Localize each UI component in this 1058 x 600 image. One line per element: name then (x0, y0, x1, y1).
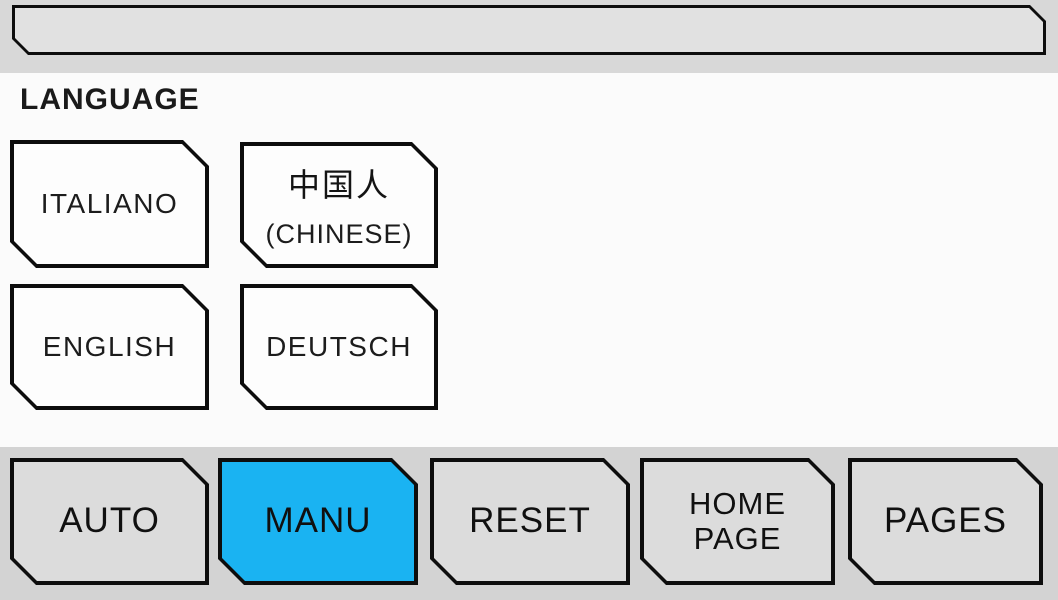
auto-button-label: AUTO (59, 501, 160, 541)
pages-button[interactable]: PAGES (848, 458, 1043, 585)
language-button-chinese-sublabel: (CHINESE) (265, 219, 413, 249)
language-panel: LANGUAGE ITALIANO 中国人 (CHINESE) ENGLISH … (0, 73, 1058, 447)
language-button-chinese-label: 中国人 (287, 166, 390, 204)
language-button-deutsch-label: DEUTSCH (266, 331, 412, 362)
home-page-button-label-line2: PAGE (693, 520, 782, 556)
page-title: LANGUAGE (20, 83, 200, 116)
manu-button-label: MANU (264, 501, 372, 541)
manu-button[interactable]: MANU (218, 458, 418, 585)
home-page-button-label-line1: HOME (689, 486, 786, 522)
reset-button-label: RESET (469, 501, 591, 541)
language-button-chinese[interactable]: 中国人 (CHINESE) (240, 142, 438, 268)
top-strip (0, 0, 1058, 73)
status-bar (12, 5, 1046, 55)
status-bar-surface (15, 8, 1043, 52)
bottom-navbar: AUTO MANU RESET HOME PAGE PAGES (0, 447, 1058, 600)
reset-button[interactable]: RESET (430, 458, 630, 585)
home-page-button[interactable]: HOME PAGE (640, 458, 835, 585)
language-button-italiano-label: ITALIANO (40, 188, 179, 219)
language-button-italiano[interactable]: ITALIANO (10, 140, 209, 268)
language-button-english[interactable]: ENGLISH (10, 284, 209, 410)
language-button-english-label: ENGLISH (42, 331, 177, 362)
pages-button-label: PAGES (883, 501, 1007, 541)
auto-button[interactable]: AUTO (10, 458, 209, 585)
language-button-deutsch[interactable]: DEUTSCH (240, 284, 438, 410)
